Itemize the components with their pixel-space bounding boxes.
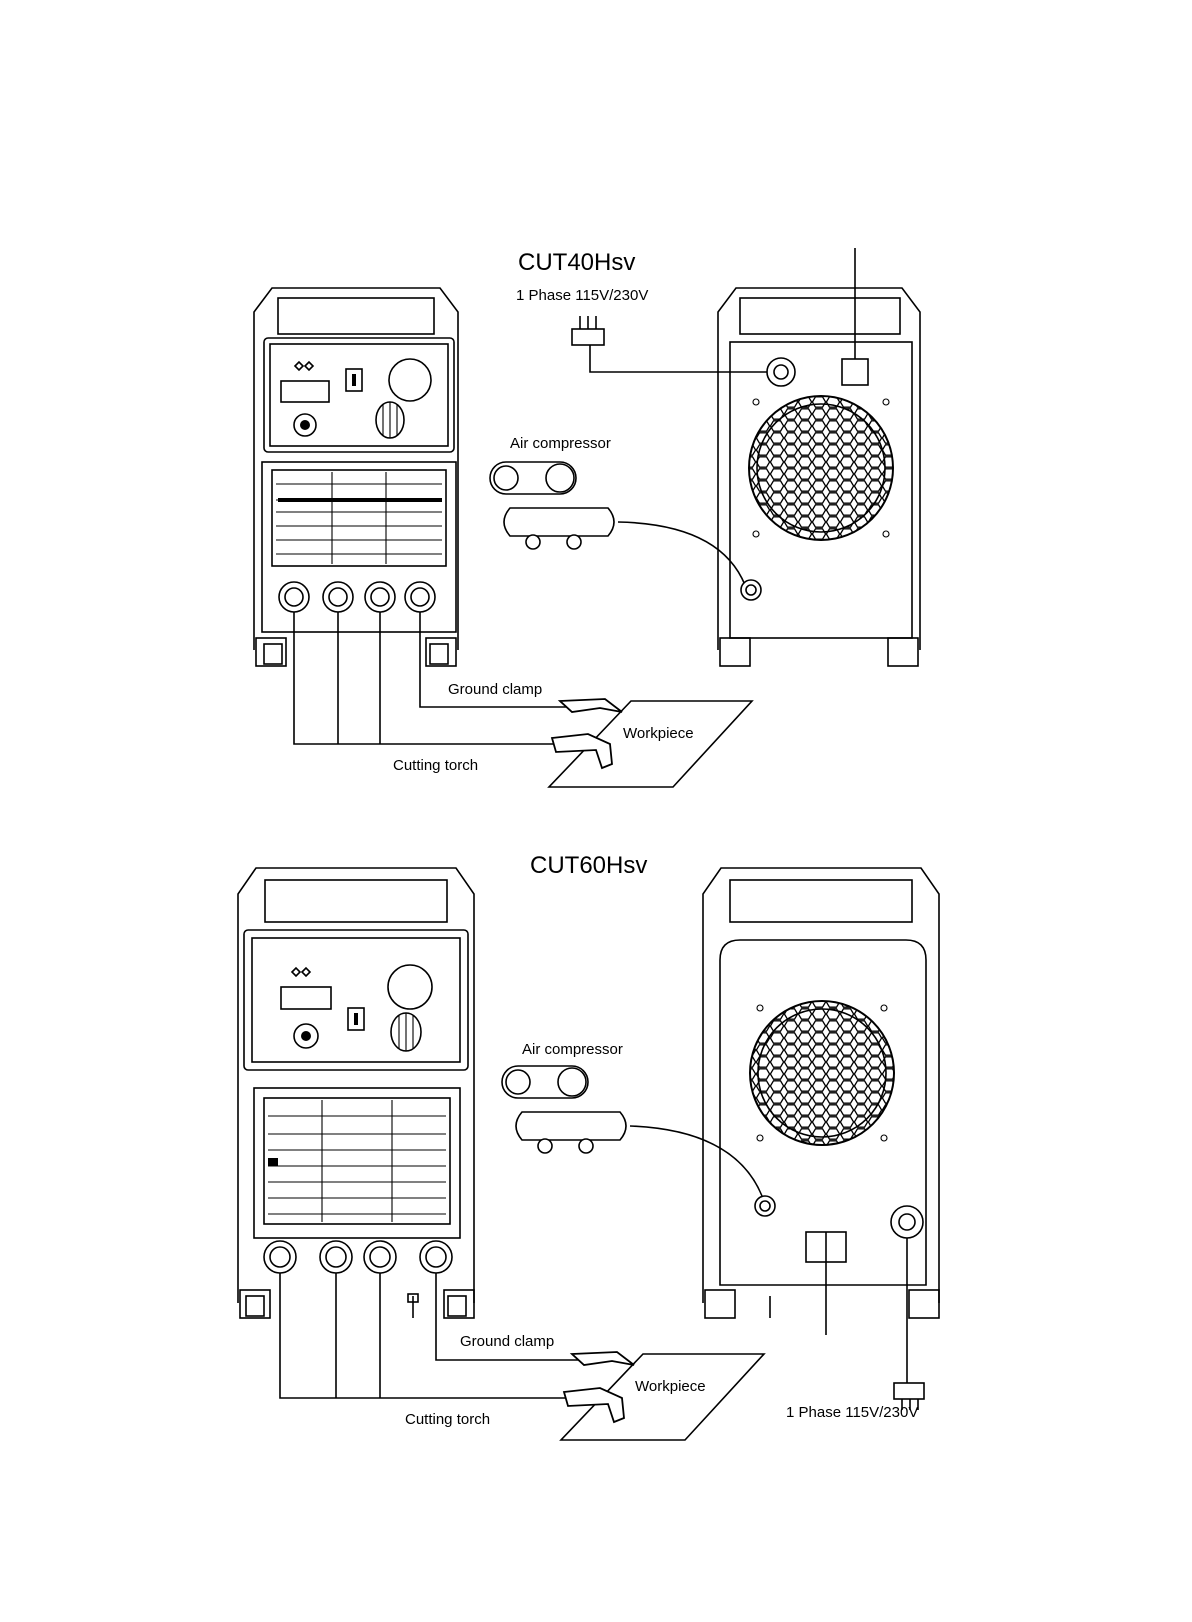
cutting-torch-icon bbox=[564, 1388, 624, 1422]
diagram-cut60: CUT60Hsv Air compressor Ground clamp Wor… bbox=[238, 852, 939, 1440]
workpiece-label: Workpiece bbox=[623, 725, 694, 742]
model-title: CUT60Hsv bbox=[530, 852, 647, 879]
air-compressor-icon bbox=[502, 1066, 626, 1153]
ground-clamp-icon bbox=[572, 1352, 634, 1365]
ground-clamp-label: Ground clamp bbox=[460, 1333, 554, 1350]
air-hose bbox=[618, 522, 745, 585]
fan-grille-icon bbox=[750, 1001, 894, 1145]
power-label: 1 Phase 115V/230V bbox=[516, 287, 648, 304]
workpiece-label: Workpiece bbox=[635, 1378, 706, 1395]
ground-clamp-label: Ground clamp bbox=[448, 681, 542, 698]
cutting-torch-label: Cutting torch bbox=[393, 757, 478, 774]
cutting-torch-label: Cutting torch bbox=[405, 1411, 490, 1428]
cutting-torch-icon bbox=[552, 734, 612, 768]
ground-clamp-icon bbox=[560, 699, 622, 712]
air-compressor-icon bbox=[490, 462, 614, 549]
compressor-label: Air compressor bbox=[510, 435, 611, 452]
compressor-label: Air compressor bbox=[522, 1041, 623, 1058]
power-plug-icon bbox=[572, 316, 778, 372]
diagram-cut40: CUT40Hsv 1 Phase 115V/230V Air compresso… bbox=[254, 248, 920, 787]
front-panel-icon bbox=[238, 868, 474, 1318]
power-label: 1 Phase 115V/230V bbox=[786, 1404, 918, 1421]
model-title: CUT40Hsv bbox=[518, 249, 635, 276]
fan-grille-icon bbox=[749, 396, 893, 540]
air-hose bbox=[630, 1126, 762, 1196]
rear-panel-icon bbox=[718, 248, 920, 666]
rear-panel-icon bbox=[703, 868, 939, 1383]
front-panel-icon bbox=[254, 288, 458, 666]
